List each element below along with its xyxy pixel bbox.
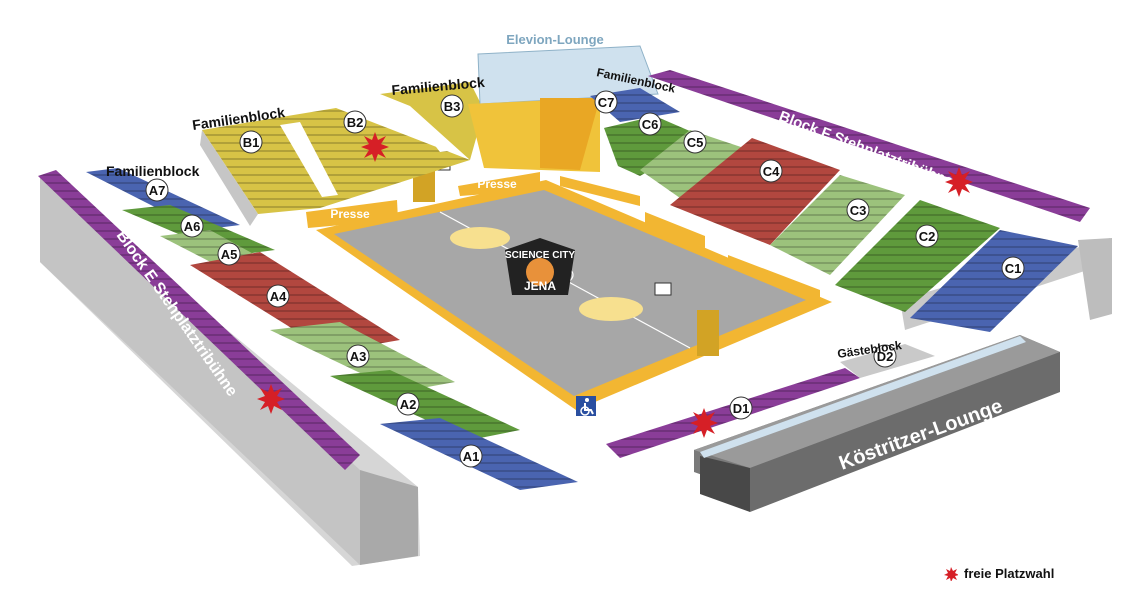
press-table-right[interactable]: Presse — [458, 172, 540, 196]
svg-text:A5: A5 — [221, 247, 238, 262]
svg-text:B2: B2 — [347, 115, 364, 130]
team-logo: SCIENCE CITY JENA — [505, 238, 575, 295]
badge-c5: C5 — [683, 130, 707, 154]
badge-c2: C2 — [915, 224, 939, 248]
svg-text:D2: D2 — [877, 349, 894, 364]
block-badges: A7 A6 A5 A4 A3 A2 A1 B1 B2 B3 C7 C6 C5 C… — [145, 90, 1025, 468]
badge-a6: A6 — [180, 214, 204, 238]
svg-text:A4: A4 — [270, 289, 287, 304]
badge-a1: A1 — [459, 444, 483, 468]
wheelchair-icon — [576, 396, 596, 416]
star-icon — [257, 384, 285, 414]
svg-text:B1: B1 — [243, 135, 260, 150]
star-icon — [945, 167, 973, 197]
free-seating-stars — [257, 132, 973, 438]
block-c5[interactable] — [640, 130, 750, 205]
badge-d1: D1 — [729, 396, 753, 420]
badge-c1: C1 — [1001, 256, 1025, 280]
svg-text:A7: A7 — [149, 183, 166, 198]
block-c2[interactable] — [835, 200, 1000, 312]
legend: freie Platzwahl — [944, 566, 1054, 581]
svg-text:C3: C3 — [850, 203, 867, 218]
star-icon — [361, 132, 389, 162]
basket-hoop-right — [654, 282, 719, 356]
svg-text:A3: A3 — [350, 349, 367, 364]
logo-text-line1: SCIENCE CITY — [505, 250, 575, 261]
svg-text:C6: C6 — [642, 117, 659, 132]
presse-left-label: Presse — [330, 207, 370, 221]
badge-a7: A7 — [145, 178, 169, 202]
svg-text:A2: A2 — [400, 397, 417, 412]
elevion-lounge-label: Elevion-Lounge — [506, 32, 604, 47]
block-c1[interactable] — [910, 230, 1078, 332]
familienblock-a7-label: Familienblock — [106, 163, 200, 179]
logo-text-line2: JENA — [524, 279, 556, 293]
svg-text:A6: A6 — [184, 219, 201, 234]
badge-a3: A3 — [346, 344, 370, 368]
star-icon — [944, 566, 958, 581]
badge-a5: A5 — [217, 242, 241, 266]
elevion-lounge[interactable]: Elevion-Lounge — [468, 32, 659, 172]
svg-text:C1: C1 — [1005, 261, 1022, 276]
badge-d2: D2 — [873, 344, 897, 368]
svg-text:A1: A1 — [463, 449, 480, 464]
svg-text:C7: C7 — [598, 95, 615, 110]
block-c6[interactable] — [604, 116, 706, 176]
badge-c4: C4 — [759, 159, 783, 183]
block-c4[interactable] — [670, 138, 840, 245]
badge-a4: A4 — [266, 284, 290, 308]
badge-b2: B2 — [343, 110, 367, 134]
badge-c7: C7 — [594, 90, 618, 114]
svg-text:C2: C2 — [919, 229, 936, 244]
courtside-boards-right — [560, 176, 820, 302]
svg-text:C5: C5 — [687, 135, 704, 150]
star-icon — [690, 408, 718, 438]
block-a2[interactable] — [330, 370, 520, 440]
svg-text:B3: B3 — [444, 99, 461, 114]
badge-c3: C3 — [846, 198, 870, 222]
press-table-left[interactable]: Presse — [306, 200, 398, 228]
badge-b3: B3 — [440, 94, 464, 118]
svg-text:D1: D1 — [733, 401, 750, 416]
badge-a2: A2 — [396, 392, 420, 416]
svg-text:C4: C4 — [763, 164, 780, 179]
concrete-structure-left — [40, 176, 420, 566]
badge-c6: C6 — [638, 112, 662, 136]
legend-text: freie Platzwahl — [964, 566, 1055, 581]
presse-right-label: Presse — [477, 177, 517, 191]
badge-b1: B1 — [239, 130, 263, 154]
block-c3[interactable] — [770, 175, 905, 275]
